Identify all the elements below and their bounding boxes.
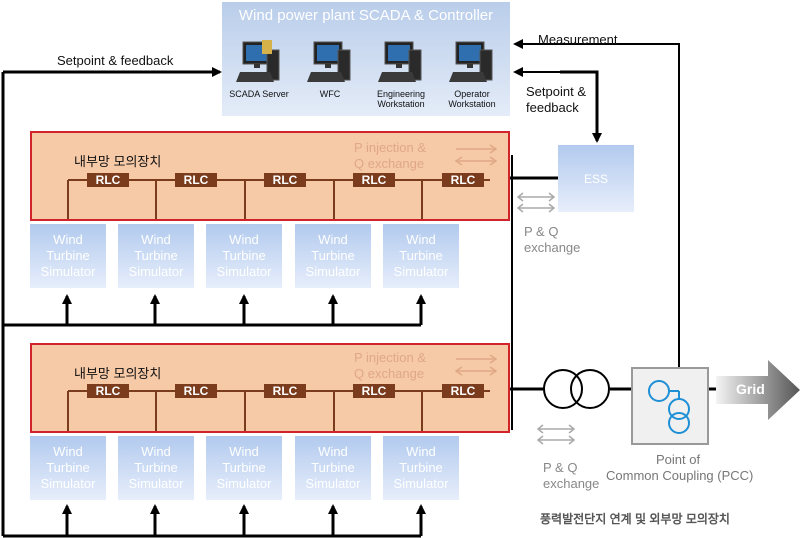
ess-block[interactable]: ESS: [558, 145, 634, 212]
turbine-line1: Wind: [318, 232, 348, 247]
grid1-title: 내부망 모의장치: [74, 154, 162, 169]
turbine-line1: Wind: [406, 444, 436, 459]
turbine-line3: Simulator: [216, 476, 272, 491]
setpoint-right-label-1: Setpoint &: [526, 84, 586, 99]
rlc-block[interactable]: RLC: [87, 384, 129, 398]
turbine-line1: Wind: [141, 232, 171, 247]
pcc-block[interactable]: [631, 367, 709, 445]
rlc-block[interactable]: RLC: [175, 173, 217, 187]
engineering-workstation[interactable]: Engineering Workstation: [367, 38, 435, 109]
pq-exchange-arrows-icon: [454, 354, 498, 376]
turbine-line2: Turbine: [399, 460, 443, 475]
pcc-label-2: Common Coupling (PCC): [606, 468, 754, 483]
grid-label: Grid: [736, 381, 765, 397]
rlc-block[interactable]: RLC: [442, 384, 484, 398]
turbine-line1: Wind: [53, 232, 83, 247]
rlc-block[interactable]: RLC: [175, 384, 217, 398]
workstation-icon: [378, 41, 422, 82]
rlc-block[interactable]: RLC: [442, 173, 484, 187]
turbine-line2: Turbine: [222, 460, 266, 475]
pq-exchange-lower-label-2: exchange: [543, 476, 600, 491]
pcc-transformer-icon: [648, 380, 690, 434]
turbine-line3: Simulator: [393, 264, 449, 279]
grid1-pq-line2: Q exchange: [354, 156, 425, 171]
turbine-line3: Simulator: [128, 264, 184, 279]
turbine-line3: Simulator: [393, 476, 449, 491]
turbine-line1: Wind: [141, 444, 171, 459]
setpoint-right-label-2: feedback: [526, 100, 579, 115]
turbine-line2: Turbine: [134, 460, 178, 475]
pq-exchange-label-1: P & Q: [524, 224, 559, 239]
pq-exchange-label-2: exchange: [524, 240, 581, 255]
ess-label: ESS: [583, 171, 608, 186]
turbine-line2: Turbine: [311, 460, 355, 475]
operator-workstation-label: Operator Workstation: [448, 89, 496, 109]
scada-controller-panel: Wind power plant SCADA & Controller SCAD…: [222, 2, 510, 116]
rlc-block[interactable]: RLC: [353, 173, 395, 187]
pq-exchange-arrows-icon: [536, 424, 576, 445]
pq-exchange-lower-label-1: P & Q: [543, 460, 578, 475]
turbine-line1: Wind: [406, 232, 436, 247]
transformer-icon: [543, 369, 610, 409]
turbine-line3: Simulator: [128, 476, 184, 491]
turbine-line1: Wind: [229, 232, 259, 247]
operator-workstation[interactable]: Operator Workstation: [438, 38, 506, 109]
rlc-block[interactable]: RLC: [264, 384, 306, 398]
scada-server-label: SCADA Server: [229, 89, 289, 99]
grid1-pq-line1: P injection &: [354, 140, 427, 155]
wfc[interactable]: WFC: [296, 38, 364, 99]
workstation-icon: [449, 41, 493, 82]
turbine-line3: Simulator: [40, 264, 96, 279]
turbine-line3: Simulator: [216, 264, 272, 279]
bottom-caption: 풍력발전단지 연계 및 외부망 모의장치: [540, 512, 730, 526]
rlc-block[interactable]: RLC: [264, 173, 306, 187]
internal-grid-simulator-2[interactable]: 내부망 모의장치 P injection & Q exchange RLC RL…: [30, 343, 510, 433]
measurement-line: [513, 39, 680, 367]
turbine-line2: Turbine: [399, 248, 443, 263]
turbine-line1: Wind: [229, 444, 259, 459]
pcc-label-1: Point of: [656, 452, 701, 467]
turbine-line2: Turbine: [134, 248, 178, 263]
turbine-arrows-2: [62, 504, 426, 536]
setpoint-right-line: [560, 70, 602, 143]
turbine-line1: Wind: [53, 444, 83, 459]
pq-exchange-arrows-icon: [516, 192, 556, 213]
turbine-arrows-1: [62, 294, 426, 325]
internal-grid-simulator-1[interactable]: 내부망 모의장치 P injection & Q exchange RLC RL…: [30, 131, 510, 221]
turbine-line2: Turbine: [46, 248, 90, 263]
turbine-line2: Turbine: [311, 248, 355, 263]
turbine-line3: Simulator: [305, 264, 361, 279]
turbine-line3: Simulator: [40, 476, 96, 491]
rlc-block[interactable]: RLC: [353, 384, 395, 398]
turbine-line1: Wind: [318, 444, 348, 459]
setpoint-feedback-left-label: Setpoint & feedback: [57, 53, 174, 68]
workstation-icon: [236, 40, 280, 82]
measurement-label: Measurement: [538, 32, 618, 47]
scada-server[interactable]: SCADA Server: [225, 38, 293, 99]
grid2-pq-line2: Q exchange: [354, 366, 425, 381]
grid2-title: 내부망 모의장치: [74, 366, 162, 381]
turbine-line3: Simulator: [305, 476, 361, 491]
workstation-icon: [307, 41, 351, 82]
turbine-line2: Turbine: [222, 248, 266, 263]
grid2-pq-line1: P injection &: [354, 350, 427, 365]
turbine-line2: Turbine: [46, 460, 90, 475]
pq-exchange-arrows-icon: [454, 144, 498, 166]
scada-title: Wind power plant SCADA & Controller: [238, 7, 494, 24]
engineering-workstation-label: Engineering Workstation: [376, 89, 426, 109]
grid-arrow-icon: [716, 360, 800, 420]
rlc-block[interactable]: RLC: [87, 173, 129, 187]
wfc-label: WFC: [319, 89, 341, 99]
